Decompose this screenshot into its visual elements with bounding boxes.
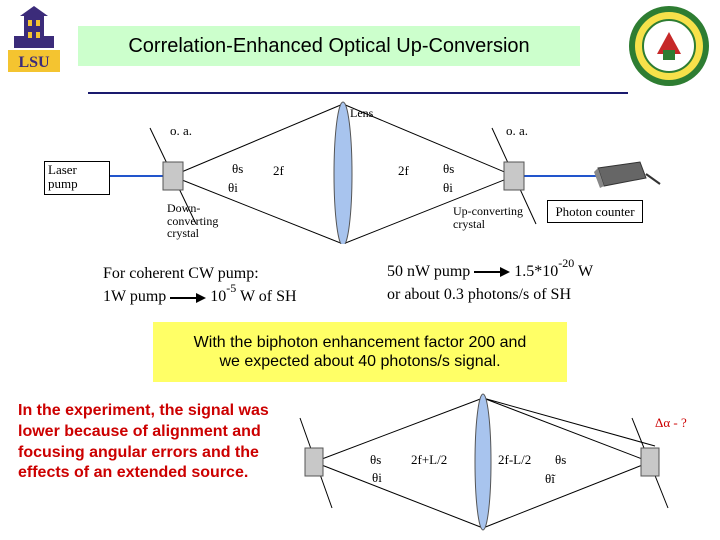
arrow-right-icon [474, 266, 510, 278]
laser-pump-label: Laser pump [48, 162, 78, 191]
signal-ray-upper-left [172, 104, 343, 176]
two-f-right-label: 2f [398, 164, 409, 177]
cw-pump-power: 1W pump [103, 288, 166, 305]
signal-ray-upper-left [314, 398, 483, 462]
cw-sh-base: 10 [210, 288, 226, 305]
nw-pump-line2: or about 0.3 photons/s of SH [387, 283, 593, 306]
up-converting-crystal-label: Up-converting crystal [453, 205, 533, 230]
bottom-distance-left-label: 2f+L/2 [411, 453, 447, 466]
up-converting-crystal [641, 448, 659, 476]
nw-sh-value: 1.5*10 [514, 263, 558, 280]
theta-i-left-label: θi [228, 181, 238, 194]
down-converting-crystal [163, 162, 183, 190]
lens [475, 394, 491, 530]
photon-counter-device [594, 162, 660, 188]
arrow-right-icon [170, 292, 206, 304]
optic-axis-right-label: o. a. [506, 124, 528, 137]
bottom-distance-right-label: 2f-L/2 [498, 453, 531, 466]
nw-pump-power: 50 nW pump [387, 263, 470, 280]
down-converting-crystal [305, 448, 323, 476]
cw-sh-exponent: -5 [226, 281, 236, 295]
misaligned-ray [483, 398, 655, 446]
cw-sh-unit: W of SH [240, 288, 297, 305]
bottom-theta-i-tilde-label: θ̃i [545, 472, 555, 485]
bottom-theta-i-label: θi [372, 471, 382, 484]
cw-pump-line1: For coherent CW pump: [103, 262, 297, 285]
bottom-theta-s-right-label: θs [555, 453, 566, 466]
idler-ray-lower-right [483, 462, 650, 528]
lens [334, 102, 352, 244]
highlight-line2: we expected about 40 photons/s signal. [219, 352, 500, 371]
theta-s-left-label: θs [232, 162, 243, 175]
nw-pump-block: 50 nW pump 1.5*10-20 W or about 0.3 phot… [387, 260, 593, 306]
highlight-line1: With the biphoton enhancement factor 200… [194, 333, 527, 352]
idler-ray-lower-left [314, 462, 483, 528]
theta-s-right-label: θs [443, 162, 454, 175]
up-converting-crystal [504, 162, 524, 190]
expectation-highlight: With the biphoton enhancement factor 200… [153, 322, 567, 382]
down-converting-crystal-label: Down-converting crystal [167, 202, 237, 240]
nw-sh-unit: W [578, 263, 593, 280]
svg-text:LSU: LSU [18, 54, 50, 71]
seal-logo [627, 4, 711, 88]
experiment-note: In the experiment, the signal was lower … [18, 401, 280, 484]
optic-axis-left-label: o. a. [170, 124, 192, 137]
cw-pump-line2: 1W pump 10-5 W of SH [103, 285, 297, 308]
nw-pump-line1: 50 nW pump 1.5*10-20 W [387, 260, 593, 283]
angular-error-label: Δα - ? [655, 416, 687, 429]
lens-label: Lens [350, 107, 373, 119]
lsu-logo: LSU [6, 6, 62, 74]
laser-pump-box: Laser pump [44, 161, 110, 195]
nw-sh-exponent: -20 [558, 256, 574, 270]
page-title: Correlation-Enhanced Optical Up-Conversi… [128, 35, 529, 58]
two-f-left-label: 2f [273, 164, 284, 177]
cw-pump-block: For coherent CW pump: 1W pump 10-5 W of … [103, 262, 297, 308]
photon-counter-label: Photon counter [555, 204, 634, 220]
theta-i-right-label: θi [443, 181, 453, 194]
title-banner: Correlation-Enhanced Optical Up-Conversi… [78, 26, 580, 66]
photon-counter-box: Photon counter [547, 200, 643, 223]
bottom-theta-s-label: θs [370, 453, 381, 466]
